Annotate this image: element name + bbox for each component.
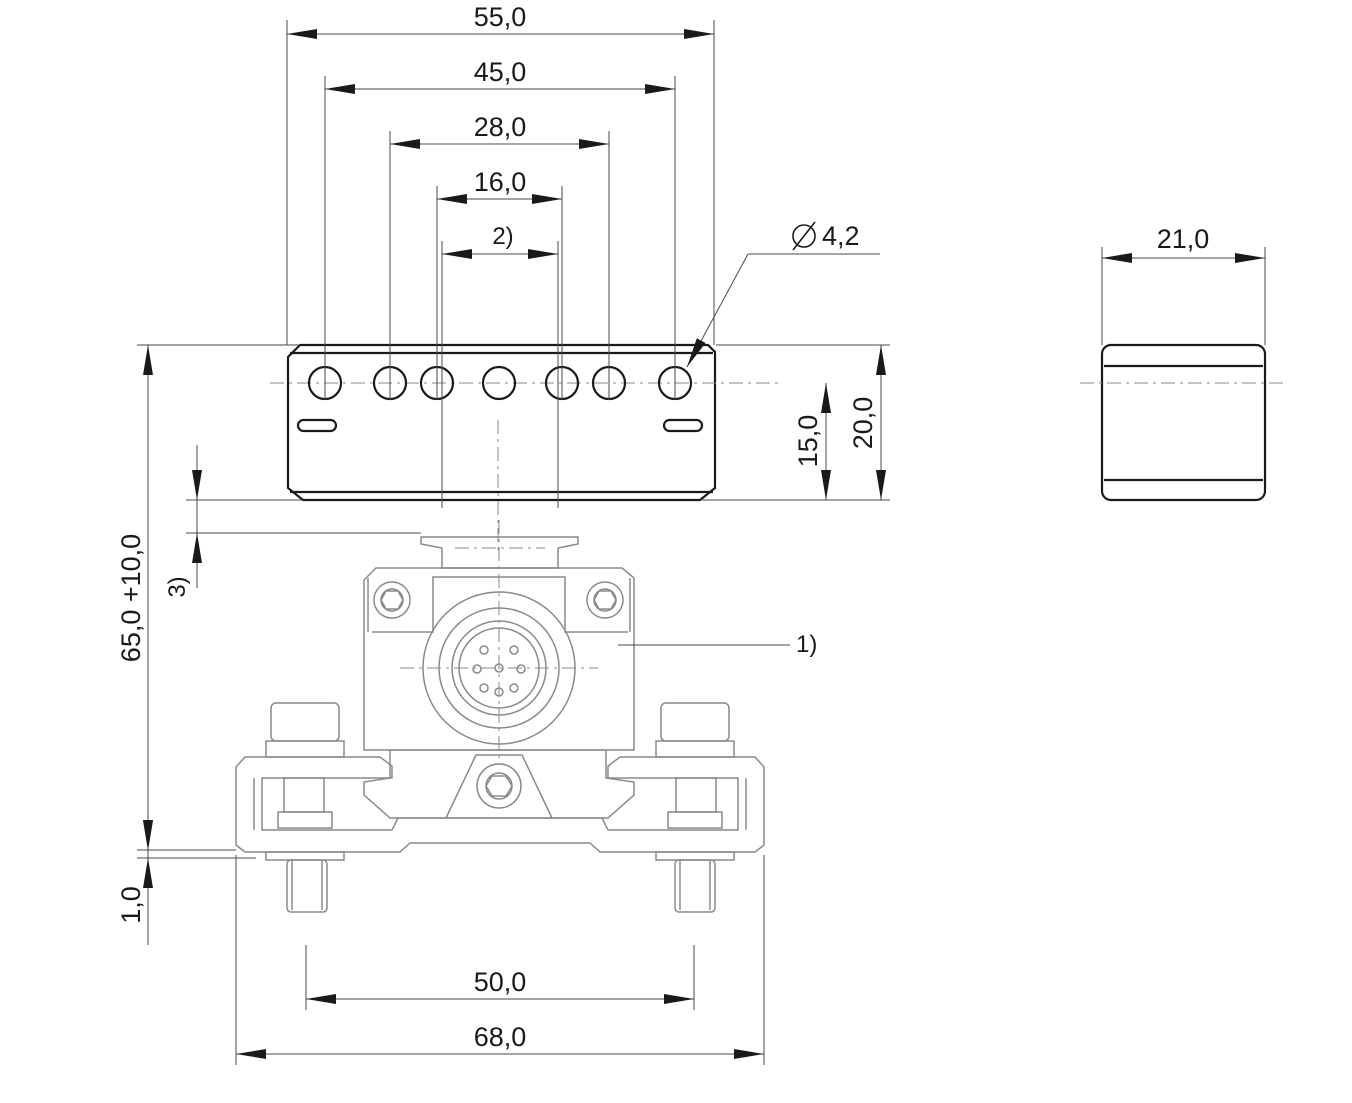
screw-head-right — [586, 581, 624, 619]
dim-hole-height: 15,0 — [793, 415, 823, 468]
mounting-plate-front-view — [270, 343, 780, 552]
dim-top-overall-width: 55,0 — [474, 2, 527, 32]
side-view — [1080, 247, 1288, 502]
note-2-label: 2) — [492, 223, 513, 250]
dim-rail-offset: 1,0 — [116, 886, 146, 924]
note-1-label: 1) — [796, 631, 817, 658]
diameter-leader — [686, 221, 880, 368]
dimension-lines-plate-height — [700, 344, 890, 501]
dim-bolt-spacing: 50,0 — [474, 967, 527, 997]
note-3-label: 3) — [164, 576, 191, 597]
extension-lines-top — [286, 20, 715, 400]
slot-left — [296, 418, 338, 433]
connector-m12 — [400, 520, 598, 760]
screw-head-center — [476, 763, 522, 809]
dim-hole-middle-spacing: 28,0 — [474, 112, 527, 142]
dim-hole-inner-spacing: 16,0 — [474, 167, 527, 197]
dim-overall-height: 65,0 +10,0 — [116, 534, 146, 662]
dimension-lines-top — [287, 29, 714, 259]
diameter-icon — [792, 221, 816, 251]
actuator-assembly — [235, 520, 765, 913]
dimension-lines-left — [137, 344, 421, 945]
slot-right — [662, 418, 704, 433]
dim-hole-outer-spacing: 45,0 — [474, 57, 527, 87]
dim-base-width: 68,0 — [474, 1022, 527, 1052]
screw-head-left — [373, 581, 411, 619]
dim-plate-height: 20,0 — [848, 397, 878, 450]
bolt-right — [655, 702, 735, 913]
dimension-lines-bottom — [235, 855, 765, 1065]
dim-side-depth: 21,0 — [1157, 224, 1210, 254]
dim-hole-diameter: 4,2 — [822, 221, 860, 251]
bolt-left — [265, 702, 345, 913]
